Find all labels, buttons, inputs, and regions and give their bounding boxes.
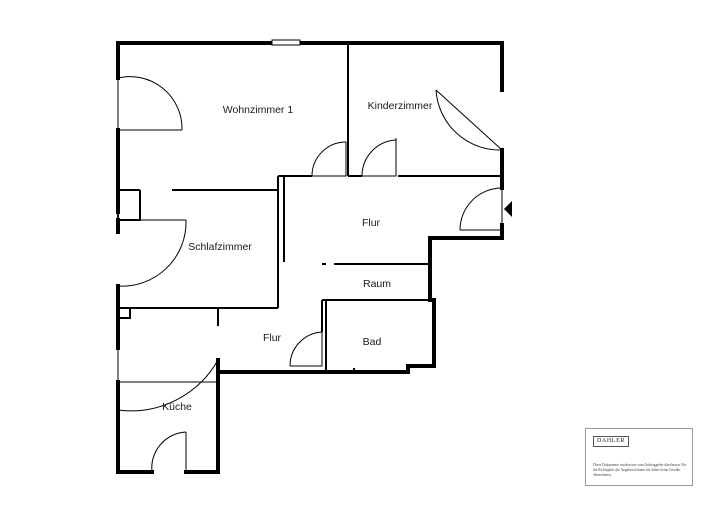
- agency-stamp: DAHLER Diese Dokumente wurden uns vom Au…: [585, 428, 693, 486]
- door-entrance: [460, 188, 503, 231]
- interior-walls: [117, 43, 502, 372]
- label-bad: Bad: [363, 336, 382, 348]
- outer-walls: [116, 41, 504, 474]
- door-flur-wohnzimmer: [312, 142, 347, 177]
- door-kueche-left: [117, 348, 218, 383]
- label-wohnzimmer: Wohnzimmer 1: [223, 104, 294, 116]
- label-kinderzimmer: Kinderzimmer: [368, 100, 433, 112]
- door-flur-kinderzimmer: [362, 138, 397, 177]
- label-flur-unten: Flur: [263, 332, 282, 344]
- agency-logo: DAHLER: [593, 436, 629, 447]
- label-kueche: Küche: [162, 401, 192, 413]
- label-raum: Raum: [363, 278, 391, 290]
- disclaimer-text: Diese Dokumente wurden uns vom Auftragge…: [593, 463, 687, 477]
- door-bad: [290, 332, 323, 367]
- doors: [117, 76, 503, 473]
- door-wohnzimmer-left: [117, 78, 182, 131]
- door-kinderzimmer-right: [435, 89, 503, 151]
- entrance-arrow-icon: [504, 201, 512, 217]
- label-flur-oben: Flur: [362, 217, 381, 229]
- windows: [271, 39, 301, 46]
- window-top: [271, 39, 301, 46]
- label-schlafzimmer: Schlafzimmer: [188, 241, 252, 253]
- room-labels: Wohnzimmer 1 Kinderzimmer Flur Schlafzim…: [162, 100, 433, 413]
